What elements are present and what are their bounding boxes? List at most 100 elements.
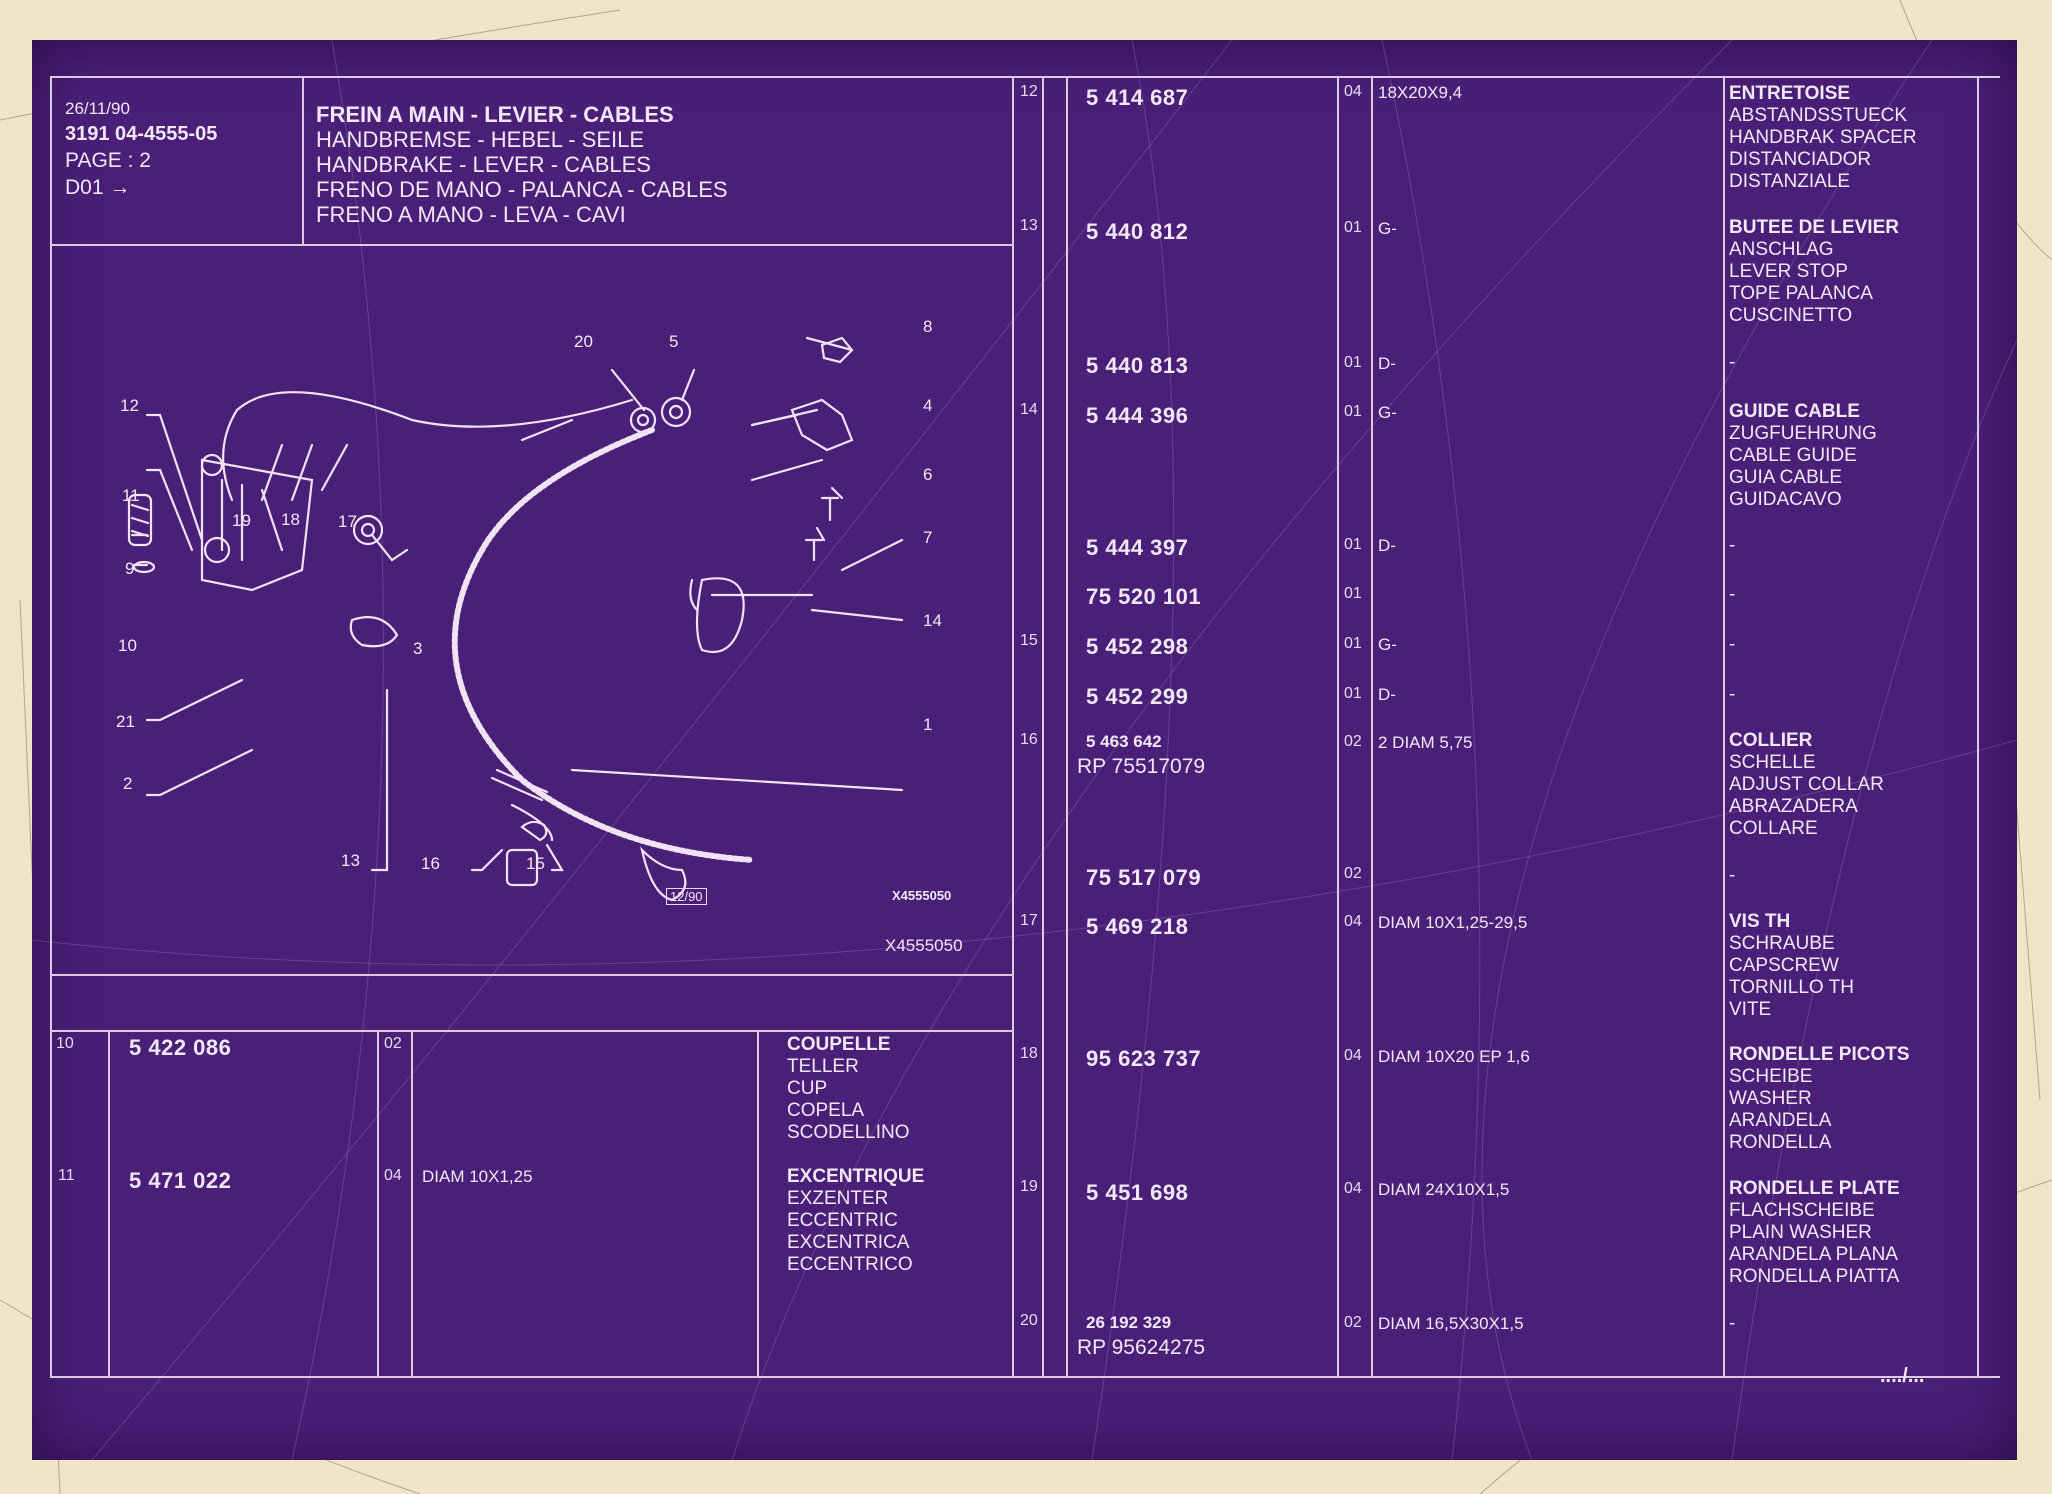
description: - (1729, 684, 1736, 705)
quantity: 04 (1344, 1047, 1362, 1064)
specification: D- (1378, 536, 1396, 555)
quantity: 01 (1344, 685, 1362, 702)
item-number: 12 (1020, 83, 1038, 100)
specification: DIAM 10X20 EP 1,6 (1378, 1047, 1530, 1066)
specification: DIAM 10X1,25-29,5 (1378, 913, 1528, 932)
specification: DIAM 16,5X30X1,5 (1378, 1314, 1524, 1333)
item-number: 11 (58, 1167, 75, 1184)
quantity: 04 (1344, 1180, 1362, 1197)
quantity: 01 (1344, 635, 1362, 652)
part-number: 5 471 022 (129, 1168, 232, 1193)
quantity: 04 (1344, 83, 1362, 100)
diagram-code-small: X4555050 (892, 888, 952, 903)
specification: D- (1378, 685, 1396, 704)
description: EXCENTRIQUE EXZENTER ECCENTRIC EXCENTRIC… (787, 1166, 925, 1275)
part-number: 5 414 687 (1086, 85, 1189, 110)
part-number: 5 444 396 (1086, 403, 1189, 428)
description: RONDELLE PICOTS SCHEIBE WASHER ARANDELA … (1729, 1044, 1910, 1153)
d01-reference: D01 → (65, 176, 131, 199)
quantity: 04 (384, 1167, 402, 1184)
description: ENTRETOISE ABSTANDSSTUECK HANDBRAK SPACE… (1729, 83, 1917, 192)
callout-6: 6 (923, 465, 933, 484)
callout-2: 2 (123, 774, 133, 793)
continued-marker: ..../... (1880, 1365, 1925, 1387)
quantity: 01 (1344, 585, 1362, 602)
quantity: 01 (1344, 536, 1362, 553)
part-number: 5 422 086 (129, 1035, 232, 1060)
part-number: 5 451 698 (1086, 1180, 1189, 1205)
callout-8: 8 (923, 317, 933, 336)
part-number: 5 452 298 (1086, 634, 1189, 659)
callout-15: 15 (526, 854, 545, 873)
item-number: 16 (1020, 731, 1038, 748)
replacement-part: RP 75517079 (1077, 755, 1206, 778)
quantity: 02 (1344, 1314, 1362, 1331)
specification: 18X20X9,4 (1378, 83, 1463, 102)
title-en: HANDBRAKE - LEVER - CABLES (316, 152, 651, 177)
item-number: 19 (1020, 1178, 1038, 1195)
callout-12: 12 (120, 396, 139, 415)
callout-1: 1 (923, 715, 933, 734)
callout-14: 14 (923, 611, 942, 630)
quantity: 02 (1344, 865, 1362, 882)
description: - (1729, 352, 1736, 373)
date: 26/11/90 (65, 99, 130, 118)
part-number: 5 469 218 (1086, 914, 1189, 939)
item-number: 20 (1020, 1312, 1038, 1329)
specification: G- (1378, 403, 1397, 422)
description: VIS TH SCHRAUBE CAPSCREW TORNILLO TH VIT… (1729, 911, 1854, 1020)
title-fr: FREIN A MAIN - LEVIER - CABLES (316, 102, 674, 127)
specification: 2 DIAM 5,75 (1378, 733, 1473, 752)
specification: G- (1378, 635, 1397, 654)
title-it: FRENO A MANO - LEVA - CAVI (316, 202, 626, 227)
title-es: FRENO DE MANO - PALANCA - CABLES (316, 177, 728, 202)
part-number: 5 440 812 (1086, 219, 1189, 244)
callout-5: 5 (669, 332, 679, 351)
callout-19: 19 (232, 511, 251, 530)
description: - (1729, 535, 1736, 556)
callout-9: 9 (125, 559, 135, 578)
quantity: 01 (1344, 403, 1362, 420)
part-number: 5 452 299 (1086, 684, 1189, 709)
description: BUTEE DE LEVIER ANSCHLAG LEVER STOP TOPE… (1729, 217, 1899, 326)
description: RONDELLE PLATE FLACHSCHEIBE PLAIN WASHER… (1729, 1178, 1900, 1287)
quantity: 02 (384, 1035, 402, 1052)
description: GUIDE CABLE ZUGFUEHRUNG CABLE GUIDE GUIA… (1729, 401, 1877, 510)
part-number: 26 192 329 (1086, 1313, 1172, 1332)
callout-10: 10 (118, 636, 137, 655)
callout-4: 4 (923, 396, 933, 415)
quantity: 01 (1344, 219, 1362, 236)
description: - (1729, 865, 1736, 886)
exploded-parts-diagram (127, 336, 904, 902)
diagram-code: X4555050 (885, 936, 963, 955)
callout-18: 18 (281, 510, 300, 529)
callout-16: 16 (421, 854, 440, 873)
description: - (1729, 1313, 1736, 1334)
part-number: 75 520 101 (1086, 584, 1202, 609)
specification: DIAM 10X1,25 (422, 1167, 533, 1186)
specification: G- (1378, 219, 1397, 238)
part-number: 5 444 397 (1086, 535, 1189, 560)
quantity: 04 (1344, 913, 1362, 930)
callout-7: 7 (923, 528, 933, 547)
item-number: 14 (1020, 401, 1038, 418)
callout-13: 13 (341, 851, 360, 870)
document-reference: 3191 04-4555-05 (65, 123, 218, 145)
title-de: HANDBREMSE - HEBEL - SEILE (316, 127, 645, 152)
description: - (1729, 584, 1736, 605)
callout-20: 20 (574, 332, 593, 351)
part-number: 5 463 642 (1086, 732, 1162, 751)
description: - (1729, 634, 1736, 655)
part-number: 95 623 737 (1086, 1046, 1202, 1071)
item-number: 17 (1020, 912, 1038, 929)
parts-catalogue-sheet: 26/11/90 3191 04-4555-05 PAGE : 2 D01 → … (32, 40, 2017, 1460)
date-stamp: 12/90 (666, 888, 707, 905)
specification: DIAM 24X10X1,5 (1378, 1180, 1510, 1199)
callout-3: 3 (413, 639, 423, 658)
item-number: 15 (1020, 632, 1038, 649)
item-number: 18 (1020, 1045, 1038, 1062)
item-number: 13 (1020, 217, 1038, 234)
description: COLLIER SCHELLE ADJUST COLLAR ABRAZADERA… (1729, 730, 1884, 839)
callout-11: 11 (122, 486, 140, 505)
specification: D- (1378, 354, 1396, 373)
